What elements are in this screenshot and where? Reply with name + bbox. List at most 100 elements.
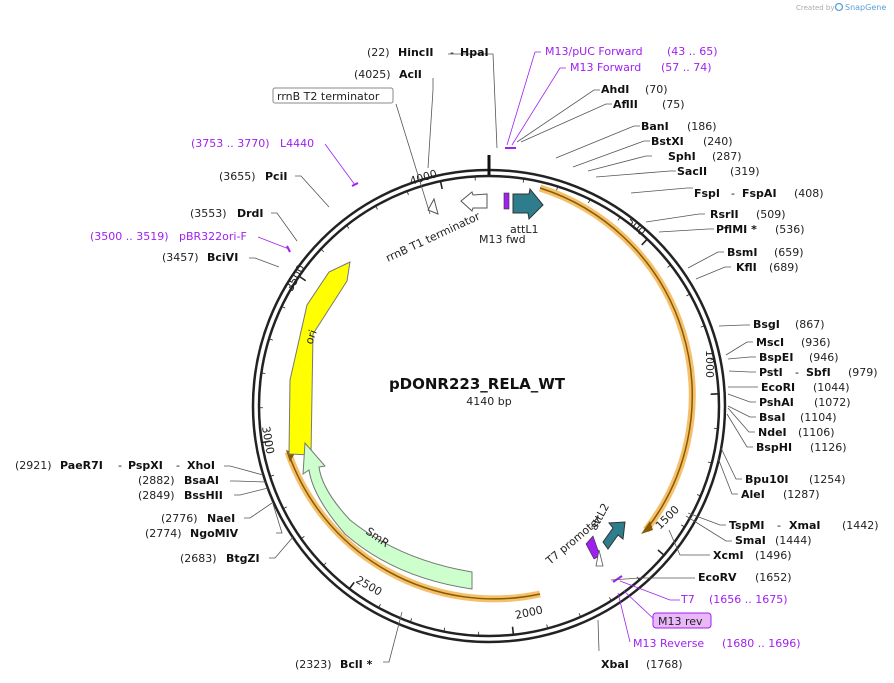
tick-mark [588,199,591,204]
tick-mark [657,549,665,556]
primer-name-m13-reverse: M13 Reverse [633,637,704,650]
enzyme-name-bstxi: BstXI [651,135,684,148]
enzyme-name-smai: SmaI [735,534,766,547]
enzyme-pos-bspei: (946) [809,351,839,364]
m13-fwd-label: M13 fwd [479,233,526,246]
tick-mark [298,275,307,282]
enzyme-pos-sacii: (319) [730,165,760,178]
attl1-label: attL1 [510,223,539,236]
enzyme-name-bcivi: BciVI [207,251,238,264]
enzyme-name-bsgi: BsgI [753,318,780,331]
tick-marks [259,176,719,636]
rrnb-t1-label: rrnB T1 terminator [384,209,483,264]
bottom-feature-arrow-line [287,451,541,600]
enzyme-sep-psti: - [795,366,799,379]
right-feature-band [538,184,696,533]
enzyme-pos-alei: (1287) [783,488,820,501]
enzyme-pos-hincii: (22) [367,46,390,59]
tick-mark [511,626,515,635]
enzyme-name-psti: PstI [759,366,783,379]
ori-label: ori [303,328,320,346]
primer-range-m13-forward: (57 .. 74) [661,61,712,74]
enzyme-pos-psti: (979) [848,366,878,379]
tick-mark [300,536,305,539]
primer-labels: M13/pUC Forward (43 .. 65) M13 Forward (… [90,45,801,650]
tick-mark [439,181,443,190]
tick-mark [261,440,270,444]
rrnb-t2-label-box [272,87,394,104]
enzyme-name-pcii: PciI [265,170,287,183]
tick-label-3500: 3500 [283,263,308,294]
enzyme-sep-tspmi: - [777,519,781,532]
enzyme-name-bsaai: BsaAI [184,474,219,487]
tick-mark [378,604,381,608]
enzyme-name-kfli: KflI [736,261,757,274]
enzyme-name-pspxi: PspXI [128,459,163,472]
tick-mark [320,248,325,253]
tick-mark [700,325,705,328]
enzyme-name-hpai: HpaI [460,46,489,59]
enzyme-pos-sphi: (287) [712,150,742,163]
enzyme-leader-lines [224,53,758,663]
smr-arrow [302,441,473,590]
tick-mark [346,225,350,229]
enzyme-name-fspi: FspI [694,187,720,200]
tick-mark [556,186,559,191]
primer-name-m13-forward: M13 Forward [570,61,641,74]
primer-leader-lines [257,51,680,643]
enzyme-pos-bsmi: (659) [774,246,804,259]
enzyme-pos-drdi: (3553) [190,207,227,220]
primer-name-m13-puc-forward: M13/pUC Forward [545,45,643,58]
enzyme-name-ndei: NdeI [758,426,787,439]
plasmid-length: 4140 bp [466,395,511,408]
tick-mark [406,190,409,195]
enzyme-pos-smai: (1444) [775,534,812,547]
m13-fwd-primer-mark [503,192,510,210]
tick-mark [268,338,273,341]
enzyme-name-fspai: FspAI [742,187,777,200]
enzyme-name-paer7i: PaeR7I [60,459,103,472]
rrnb-t1-arrow [460,191,488,212]
enzyme-pos-ndei: (1106) [798,426,835,439]
enzyme-pos-acli: (4025) [354,68,391,81]
enzyme-name-ngomiv: NgoMIV [190,527,239,540]
tick-mark [710,358,715,361]
enzyme-pos-bsaai: (2882) [138,474,175,487]
enzyme-pos-aflii: (75) [662,98,685,111]
tick-mark [375,205,378,210]
primer-name-t7: T7 [680,593,695,606]
tick-mark [283,506,287,510]
enzyme-name-acli: AclI [399,68,422,81]
enzyme-labels: (22) HincII - HpaI (4025) AclI AhdI (70)… [15,46,879,671]
primer-name-pbr322ori-f: pBR322ori-F [179,230,247,243]
enzyme-name-bsphi: BspHI [756,441,792,454]
tick-label-1000: 1000 [703,350,716,378]
enzyme-name-alei: AleI [741,488,765,501]
right-feature-arrow-line [539,187,693,531]
enzyme-name-bsshii: BssHII [184,489,223,502]
tick-mark [696,494,701,497]
enzyme-name-ecori: EcoRI [761,381,795,394]
tick-mark [522,178,525,183]
enzyme-pos-rsrii: (509) [756,208,786,221]
rrnb-t2-arrow [427,197,439,215]
primer-name-m13-rev: M13 rev [658,615,703,628]
enzyme-name-sacii: SacII [677,165,707,178]
enzyme-name-bsmi: BsmI [727,246,758,259]
primer-range-t7: (1656 .. 1675) [709,593,788,606]
backbone-inner-ring [257,174,721,638]
enzyme-name-naei: NaeI [207,512,235,525]
enzyme-name-drdi: DrdI [237,207,264,220]
attl2-arrow [602,521,626,550]
tick-mark [546,624,549,629]
enzyme-name-sbfi: SbfI [806,366,831,379]
enzyme-pos-ecori: (1044) [813,381,850,394]
enzyme-pos-xbai: (1768) [646,658,683,671]
primer-name-l4440: L4440 [280,137,314,150]
t7-primer-mark [612,575,623,583]
rrnb-t2-label: rrnB T2 terminator [277,90,380,103]
enzyme-sep-fspi: - [731,187,735,200]
enzyme-pos-pshai: (1072) [814,396,851,409]
enzyme-name-pflmi: PflMI * [716,223,757,236]
enzyme-name-xbai: XbaI [601,658,629,671]
